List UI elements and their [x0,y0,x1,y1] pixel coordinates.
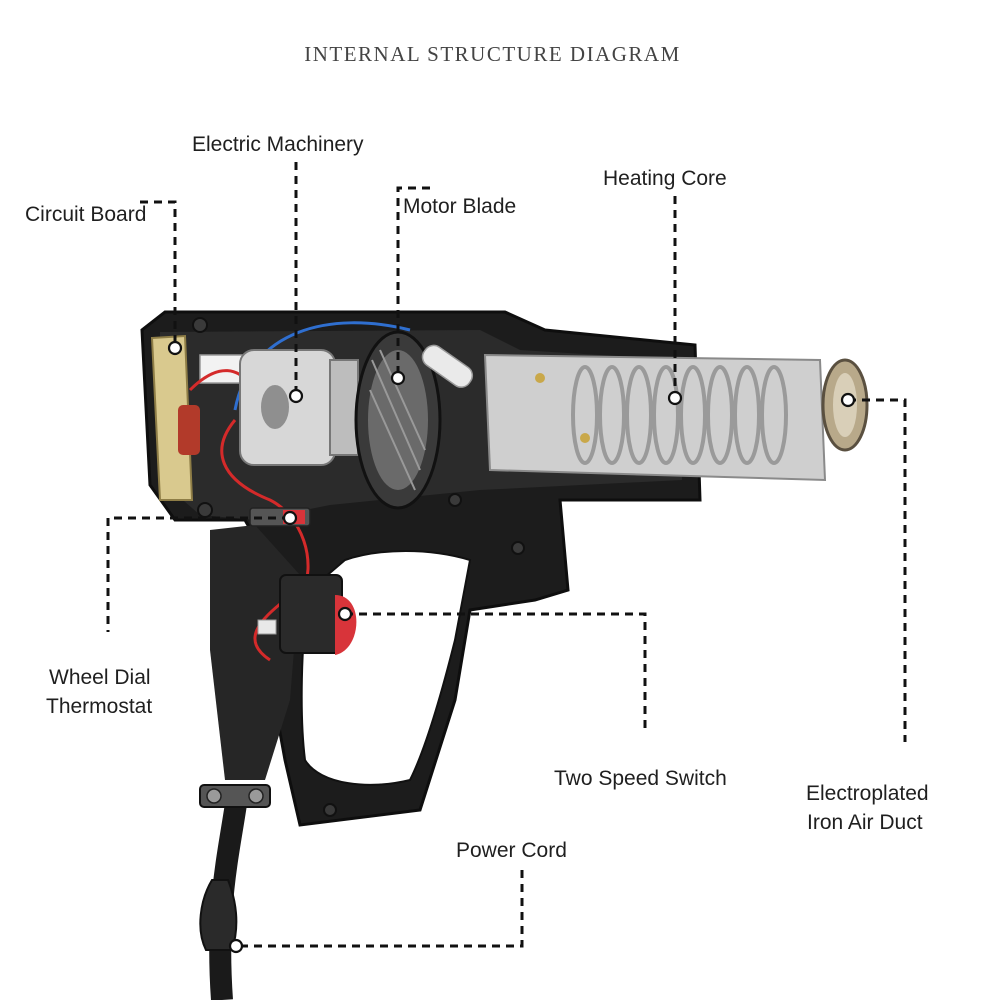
label-electric-machinery: Electric Machinery [192,133,364,156]
label-wheel-dial-line2: Thermostat [46,695,153,718]
anchor-two-speed-switch [337,606,353,622]
leader-two-speed-switch [345,612,647,730]
anchor-air-duct [840,392,856,408]
anchor-heating-core [667,390,683,406]
anchor-circuit-board [167,340,183,356]
electric-motor [239,349,359,466]
label-motor-blade: Motor Blade [403,195,517,218]
leader-circuit-board [140,200,177,348]
label-wheel-dial-line1: Wheel Dial [49,666,151,689]
heating-core-assembly [483,353,827,482]
anchor-power-cord [228,938,244,954]
label-power-cord: Power Cord [456,839,567,862]
leader-wheel-dial [106,516,290,632]
motor-fan-blade [354,330,474,510]
anchor-wheel-dial [282,510,298,526]
label-heating-core: Heating Core [603,167,727,190]
anchor-motor-blade [390,370,406,386]
label-two-speed-switch: Two Speed Switch [554,767,727,790]
anchor-electric-machinery [288,388,304,404]
leader-motor-blade [396,186,430,378]
power-cord [199,788,249,1000]
label-air-duct-line1: Electroplated [806,782,929,805]
label-circuit-board: Circuit Board [25,203,147,226]
label-air-duct-line2: Iron Air Duct [807,811,923,834]
diagram-title: INTERNAL STRUCTURE DIAGRAM [304,42,681,66]
leader-lines [106,162,907,948]
anchor-dots [167,340,856,954]
leader-power-cord [236,870,524,948]
leader-air-duct [848,398,907,742]
